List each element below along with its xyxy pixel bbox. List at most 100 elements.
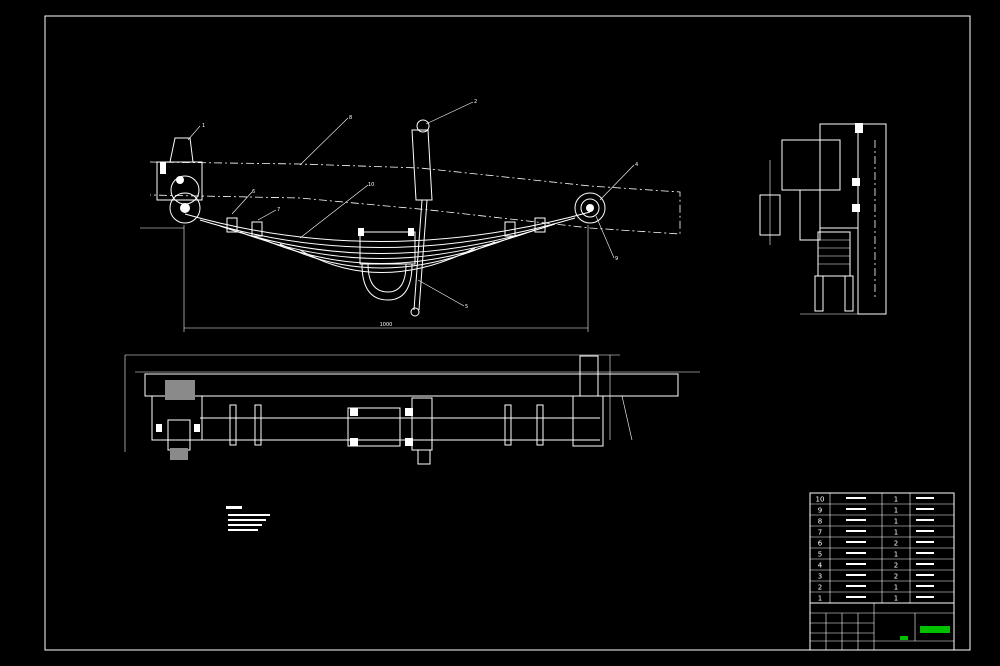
side-plate [799,189,821,241]
parts-row-qty: 1 [894,518,898,526]
leader-7 [257,209,277,221]
top-nut-3 [405,408,413,416]
parts-row-number: 4 [818,562,823,570]
top-rear-bracket [579,355,599,397]
side-view [759,123,887,315]
main-leaf [184,211,591,242]
leader-9 [595,215,615,259]
top-shock-eye [417,449,431,465]
parts-row-qty: 1 [894,529,898,537]
balloon-6: 6 [252,189,255,195]
rear-eye-pin [586,204,594,212]
top-clip-1 [229,404,237,446]
shackle-pin [176,176,184,184]
parts-row-qty: 2 [894,562,898,570]
parts-row-number: 7 [818,529,822,537]
parts-row-name-placeholder [846,585,866,587]
balloon-10: 10 [368,182,374,188]
top-nut-1 [350,408,358,416]
leader-2 [425,101,474,125]
rebound-clip-right-1 [504,221,516,237]
top-nut-2 [350,438,358,446]
top-hanger-shade [165,380,195,400]
side-u-bolt-left [814,275,824,312]
parts-row-material-placeholder [916,585,934,587]
top-clip-2 [254,404,262,446]
parts-row-qty: 1 [894,496,898,504]
parts-row-material-placeholder [916,519,934,521]
parts-row-qty: 2 [894,540,898,548]
parts-row-material-placeholder [916,541,934,543]
note-line-1 [228,514,270,516]
leaf-2 [199,217,576,248]
u-bolt [361,263,413,301]
top-clip-4 [536,404,544,446]
sheet-marker [900,636,908,640]
parts-row-name-placeholder [846,530,866,532]
note-line-2 [228,519,266,521]
note-line-3 [228,524,262,526]
rear-eye [574,192,606,224]
front-view: 1000 1 2 4 5 6 7 8 9 10 [140,99,681,332]
frame-rail-outline [149,161,681,235]
top-shock-mount [411,397,433,451]
title-block [809,602,955,651]
balloon-1: 1 [202,123,205,129]
note-title-bar [226,506,242,509]
technical-notes [226,506,270,531]
side-frame-rail [857,123,887,315]
parts-row-qty: 1 [894,584,898,592]
parts-row-qty: 1 [894,551,898,559]
side-bolt-low [852,204,860,212]
parts-row-qty: 1 [894,595,898,603]
side-bracket [781,139,841,191]
parts-row-material-placeholder [916,508,934,510]
front-hanger [156,161,203,201]
top-rear-edge [621,395,633,441]
shock-lower-eye [410,307,420,317]
parts-row-number: 3 [818,573,822,581]
parts-row-qty: 1 [894,507,898,515]
top-view [124,354,700,465]
parts-row-qty: 2 [894,573,898,581]
u-bolt-nut-right [408,228,414,236]
dim-text: 1000 [380,322,393,328]
parts-row-material-placeholder [916,552,934,554]
top-nut-4 [405,438,413,446]
side-bolt-top [855,123,863,133]
top-eye [167,419,191,451]
top-bolt-b [194,424,200,432]
leader-6 [231,191,253,215]
side-leaf-stack [817,231,851,277]
rebound-clip-right-2 [534,217,546,233]
rear-eye-bushing [580,198,600,218]
title-block-frame [809,602,955,651]
balloon-4: 4 [635,162,638,168]
parts-row-material-placeholder [916,596,934,598]
parts-row-name-placeholder [846,596,866,598]
side-bolt-mid [852,178,860,186]
parts-row-material-placeholder [916,574,934,576]
balloon-2: 2 [474,99,477,105]
parts-row-number: 6 [818,540,823,548]
top-front-hanger [151,395,203,441]
top-frame-rail [144,373,679,397]
leaf-6 [279,241,496,269]
front-eye-pin [180,203,190,213]
parts-row-name-placeholder [846,541,866,543]
top-eye-nut [170,448,188,460]
shock-rod-2 [418,199,428,311]
top-clip-3 [504,404,512,446]
u-bolt-inner [367,263,407,293]
leader-10 [299,184,369,239]
parts-row-material-placeholder [916,563,934,565]
axle-seat [359,231,416,265]
balloon-9: 9 [615,256,618,262]
leader-4 [599,164,635,201]
leaf-7 [299,247,476,273]
note-line-4 [228,529,258,531]
leader-1 [187,125,201,141]
parts-row-number: 1 [818,595,822,603]
